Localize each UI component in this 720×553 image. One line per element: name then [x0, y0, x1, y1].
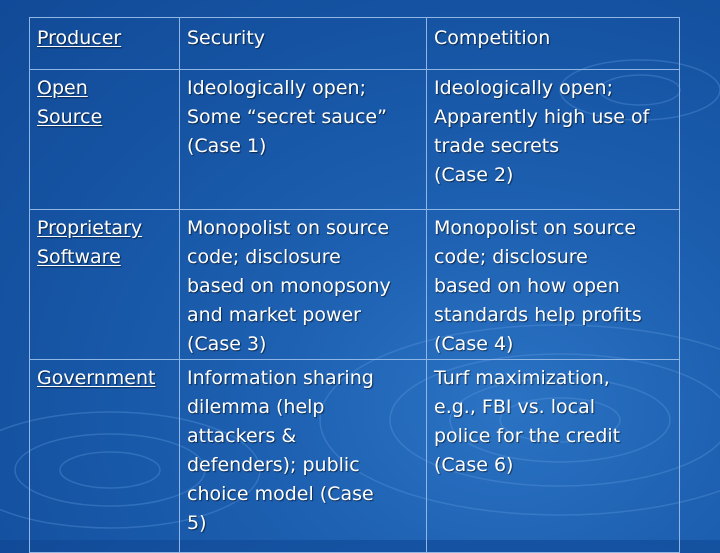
cell-producer-proprietary: Proprietary Software — [29, 209, 180, 360]
cell-security-government: Information sharing dilemma (help attack… — [179, 359, 427, 553]
table-row-proprietary-software: Proprietary Software Monopolist on sourc… — [29, 209, 680, 360]
cell-security-open-source: Ideologically open; Some “secret sauce” … — [179, 69, 427, 210]
cell-producer-government: Government — [29, 359, 180, 553]
header-security-label: Security — [187, 27, 266, 49]
producer-open-source-label: Open Source — [37, 77, 103, 128]
cell-competition-open-source: Ideologically open; Apparently high use … — [426, 69, 680, 210]
header-competition: Competition — [426, 17, 680, 70]
header-security: Security — [179, 17, 427, 70]
table-row-government: Government Information sharing dilemma (… — [29, 359, 680, 553]
producer-proprietary-label: Proprietary Software — [37, 217, 143, 268]
comparison-table: Producer Security Competition Open Sourc… — [29, 17, 680, 553]
table-row-open-source: Open Source Ideologically open; Some “se… — [29, 69, 680, 210]
header-producer-label: Producer — [37, 27, 122, 49]
producer-government-label: Government — [37, 367, 156, 389]
cell-security-proprietary: Monopolist on source code; disclosure ba… — [179, 209, 427, 360]
header-competition-label: Competition — [434, 27, 551, 49]
header-producer: Producer — [29, 17, 180, 70]
cell-competition-proprietary: Monopolist on source code; disclosure ba… — [426, 209, 680, 360]
table-header-row: Producer Security Competition — [29, 17, 680, 70]
cell-competition-government: Turf maximization, e.g., FBI vs. local p… — [426, 359, 680, 553]
cell-producer-open-source: Open Source — [29, 69, 180, 210]
